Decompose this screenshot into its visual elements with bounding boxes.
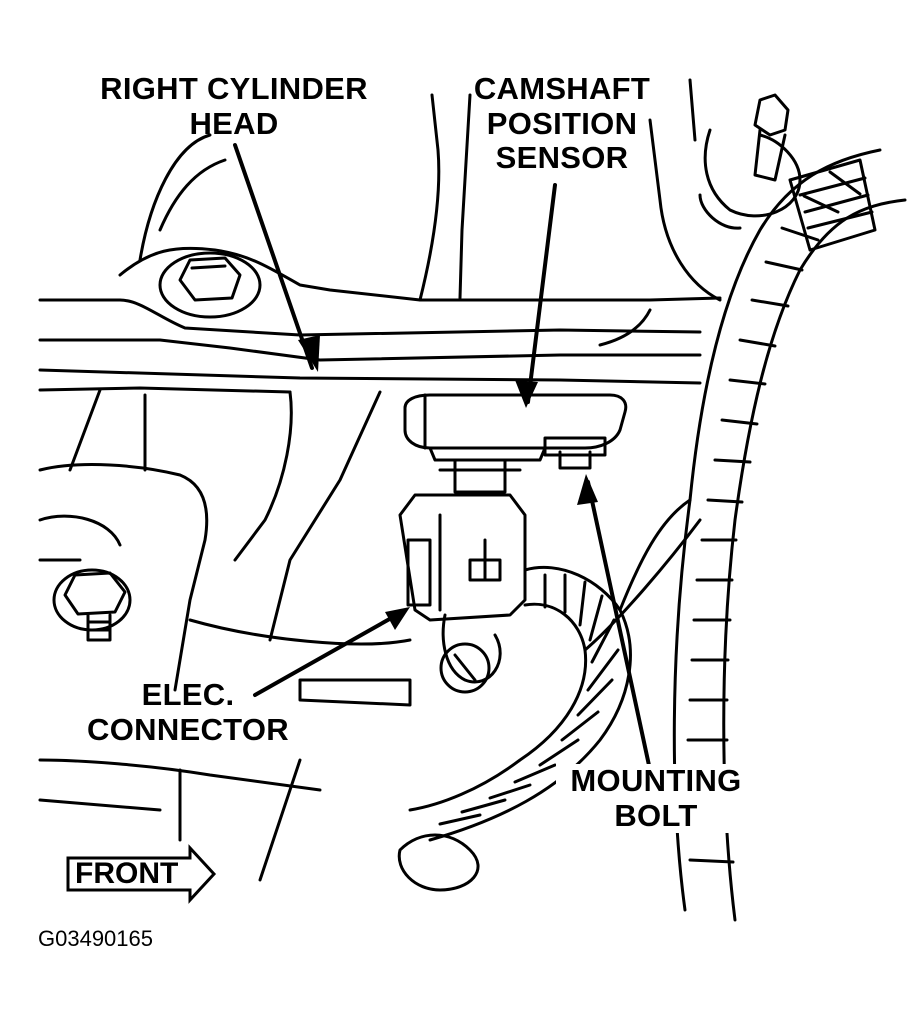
label-line: HEAD bbox=[189, 105, 279, 141]
sensor-mounting-bolt bbox=[543, 436, 607, 470]
leader-arrowheads bbox=[298, 335, 598, 630]
electrical-connector bbox=[398, 493, 527, 694]
label-line: CONNECTOR bbox=[87, 711, 289, 747]
label-line: RIGHT CYLINDER bbox=[100, 71, 368, 106]
label-line: ELEC. bbox=[141, 677, 235, 712]
label-mounting-bolt: MOUNTING BOLT bbox=[556, 763, 756, 834]
cylinder-head-outline bbox=[38, 78, 722, 394]
label-right-cylinder-head: RIGHT CYLINDER HEAD bbox=[84, 71, 384, 141]
camshaft-sensor-body bbox=[403, 393, 628, 494]
leader-lines bbox=[233, 143, 652, 772]
harness-clamp bbox=[698, 93, 877, 252]
label-front: FRONT bbox=[75, 857, 179, 890]
label-line: SENSOR bbox=[495, 140, 629, 176]
label-camshaft-position-sensor: CAMSHAFT POSITION SENSOR bbox=[462, 71, 662, 176]
stud-bolt bbox=[52, 568, 132, 642]
label-line: POSITION bbox=[486, 105, 638, 141]
label-line: MOUNTING bbox=[570, 763, 742, 798]
engine-block-lower bbox=[38, 388, 412, 882]
label-line: CAMSHAFT bbox=[473, 71, 651, 106]
front-arrow-icon bbox=[66, 844, 217, 904]
label-elec-connector: ELEC. CONNECTOR bbox=[72, 677, 304, 747]
figure-id: G03490165 bbox=[38, 926, 153, 951]
head-bolt bbox=[158, 251, 262, 319]
label-line: BOLT bbox=[614, 797, 698, 833]
